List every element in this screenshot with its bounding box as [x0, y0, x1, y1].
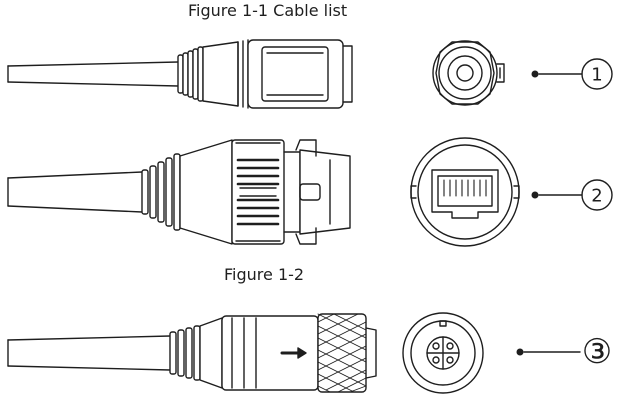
aviation-cable-side-view	[7, 313, 377, 393]
figure-1-2-caption: Figure 1-2	[224, 265, 305, 284]
aviation-connector-front-view	[402, 312, 484, 394]
callout-1-dot	[531, 70, 539, 78]
callout-1: 1	[531, 58, 613, 90]
network-cable-side-view	[7, 139, 351, 245]
callout-3-label: ③	[582, 332, 612, 372]
callout-2-label: 2	[591, 186, 602, 207]
callout-2-dot	[531, 191, 539, 199]
callout-2: 2	[531, 179, 613, 211]
figure-1-1-caption: Figure 1-1 Cable list	[188, 1, 348, 20]
callout-3-dot	[516, 348, 524, 356]
callout-1-label: 1	[591, 65, 602, 86]
callout-3: ③	[516, 332, 612, 372]
power-cable-side-view	[7, 39, 353, 109]
network-connector-front-view	[410, 137, 520, 247]
power-connector-front-view	[432, 40, 505, 106]
